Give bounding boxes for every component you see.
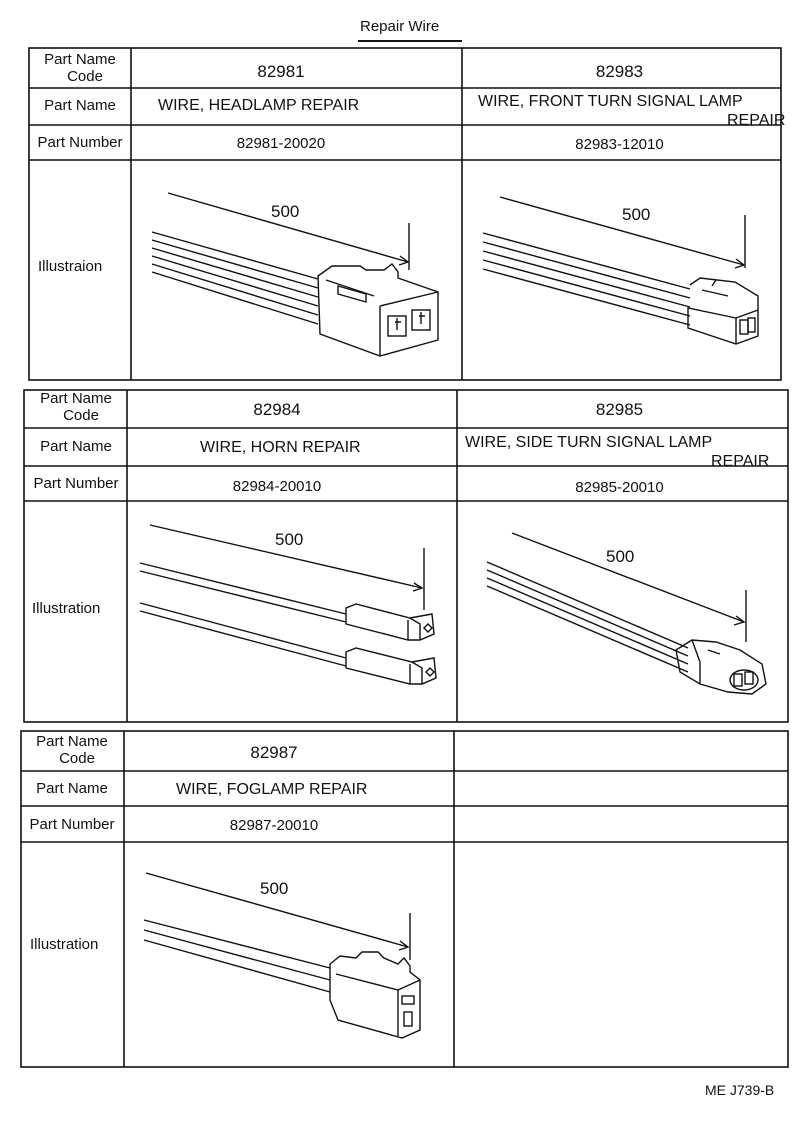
title-underline: [358, 40, 462, 42]
row-label-illustration-3: Illustration: [30, 936, 99, 953]
code-label-line2: Code: [67, 68, 103, 85]
part-name-line2: REPAIR: [727, 112, 786, 129]
part-code: 82984: [253, 400, 301, 419]
row-label-code-3: Part Name Code: [22, 733, 122, 767]
front-turn-signal-wire-illustration: [482, 196, 759, 345]
code-label-line1: Part Name: [36, 733, 108, 750]
length-dimension: 500: [260, 879, 289, 898]
part-name: WIRE, HORN REPAIR: [200, 439, 361, 456]
document-code: ME J739-B: [705, 1082, 775, 1098]
code-label-line2: Code: [59, 750, 95, 767]
part-name-line2: REPAIR: [711, 453, 770, 470]
row-label-number-3: Part Number: [29, 816, 115, 833]
row-label-name-2: Part Name: [40, 438, 112, 455]
code-label-line2: Code: [63, 407, 99, 424]
row-label-name-3: Part Name: [36, 780, 108, 797]
row-label-code-2: Part Name Code: [26, 390, 126, 424]
part-code: 82983: [595, 62, 644, 81]
row-label-code-1: Part Name Code: [31, 51, 129, 85]
length-dimension: 500: [622, 205, 651, 224]
part-name-line1: WIRE, FRONT TURN SIGNAL LAMP: [478, 93, 743, 110]
row-label-illustration-1: Illustraion: [38, 258, 103, 275]
part-number: 82987-20010: [229, 817, 319, 834]
part-number: 82985-20010: [575, 479, 664, 496]
row-label-number-2: Part Number: [33, 475, 119, 492]
length-dimension: 500: [606, 547, 635, 566]
part-name: WIRE, HEADLAMP REPAIR: [158, 97, 360, 114]
part-number: 82984-20010: [232, 478, 322, 495]
part-name: WIRE, FOGLAMP REPAIR: [176, 781, 368, 798]
part-number: 82981-20020: [236, 135, 326, 152]
part-code: 82987: [250, 743, 298, 762]
row-label-name-1: Part Name: [44, 97, 116, 114]
code-label-line1: Part Name: [40, 390, 112, 407]
row-label-illustration-2: Illustration: [32, 600, 101, 617]
length-dimension: 500: [275, 530, 304, 549]
part-name-line1: WIRE, SIDE TURN SIGNAL LAMP: [465, 434, 713, 451]
length-dimension: 500: [271, 202, 300, 221]
code-label-line1: Part Name: [44, 51, 116, 68]
part-code: 82981: [257, 62, 305, 81]
part-code: 82985: [595, 400, 644, 419]
page-title: Repair Wire: [360, 18, 440, 35]
row-label-number-1: Part Number: [37, 134, 123, 151]
part-number: 82983-12010: [575, 136, 664, 153]
